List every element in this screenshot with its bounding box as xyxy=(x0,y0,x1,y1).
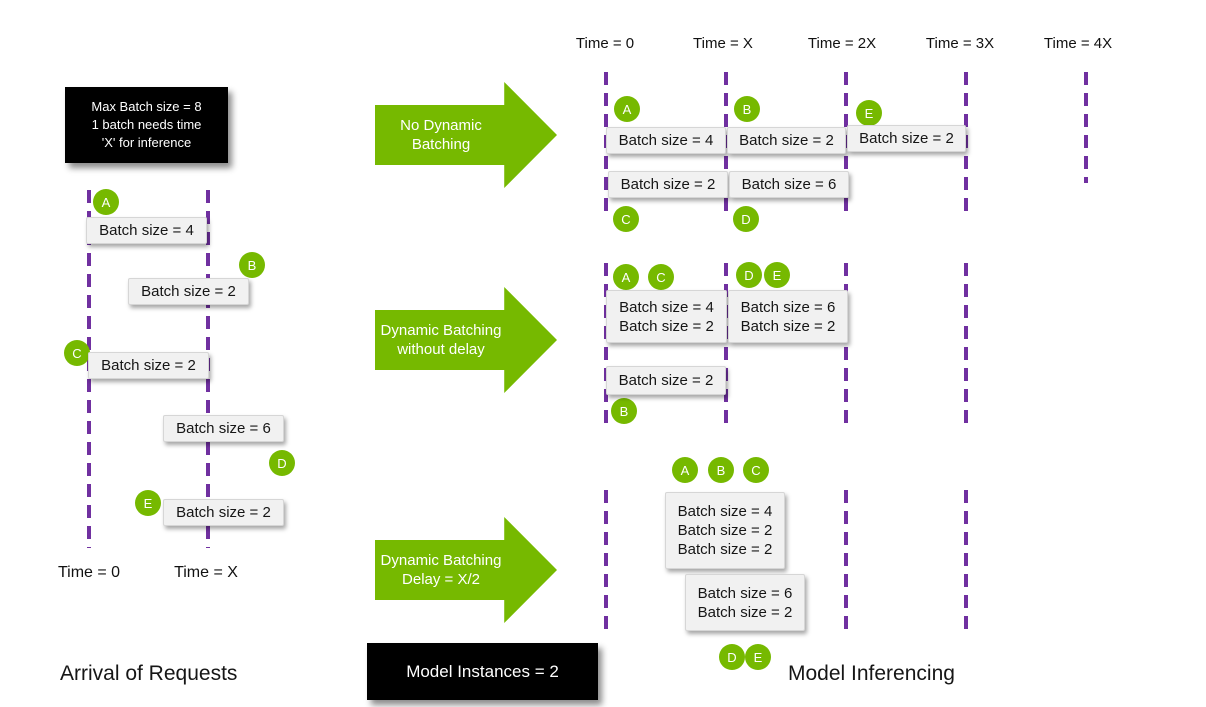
row1-badge-c: C xyxy=(613,206,639,232)
model-instances-label: Model Instances = 2 xyxy=(406,661,559,681)
grid-line-tx-row1 xyxy=(724,72,728,215)
right-time-label-2x: Time = 2X xyxy=(807,35,877,52)
row1-badge-b: B xyxy=(734,96,760,122)
request-box-b: Batch size = 2 xyxy=(128,278,249,305)
grid-line-t0-row3 xyxy=(604,490,608,632)
batch-size-label: Batch size = 2 xyxy=(101,357,196,374)
left-panel-title: Arrival of Requests xyxy=(60,662,238,685)
row1-badge-d: D xyxy=(733,206,759,232)
request-badge-e: E xyxy=(135,490,161,516)
grid-line-t2x-row2 xyxy=(844,263,848,425)
left-time-label-x: Time = X xyxy=(174,564,238,581)
batch-size-label: Batch size = 2 xyxy=(677,522,773,539)
row1-batch-c: Batch size = 2 xyxy=(608,171,728,198)
row2-batch-de: Batch size = 6 Batch size = 2 xyxy=(728,290,848,343)
row2-badge-e: E xyxy=(764,262,790,288)
request-box-a: Batch size = 4 xyxy=(86,217,207,244)
grid-line-t3x-row2 xyxy=(964,263,968,425)
row2-badge-c: C xyxy=(648,264,674,290)
info-box-line: 'X' for inference xyxy=(101,135,192,150)
batch-size-label: Batch size = 4 xyxy=(99,222,194,239)
batch-size-label: Batch size = 4 xyxy=(619,298,714,316)
grid-line-t2x-row3 xyxy=(844,490,848,632)
row3-badge-e: E xyxy=(745,644,771,670)
left-time-label-0: Time = 0 xyxy=(57,564,121,581)
right-time-label-4x: Time = 4X xyxy=(1043,35,1113,52)
batch-size-label: Batch size = 4 xyxy=(677,503,773,520)
batch-size-label: Batch size = 2 xyxy=(739,132,834,149)
row2-badge-a: A xyxy=(613,264,639,290)
row2-batch-ac: Batch size = 4 Batch size = 2 xyxy=(606,290,727,343)
row3-badge-b: B xyxy=(708,457,734,483)
row1-batch-d: Batch size = 6 xyxy=(729,171,849,198)
arrow-label-line: Delay = X/2 xyxy=(402,571,480,588)
batch-size-label: Batch size = 2 xyxy=(618,372,714,389)
right-time-label-3x: Time = 3X xyxy=(925,35,995,52)
row1-batch-e: Batch size = 2 xyxy=(847,125,966,152)
grid-line-t2x-row1 xyxy=(844,72,848,215)
request-badge-c: C xyxy=(64,340,90,366)
grid-line-tx-row2 xyxy=(724,263,728,425)
row3-batch-de: Batch size = 6 Batch size = 2 xyxy=(685,574,805,631)
batch-size-label: Batch size = 2 xyxy=(859,130,954,147)
row1-batch-a: Batch size = 4 xyxy=(606,127,726,154)
arrow-label-line: Dynamic Batching xyxy=(380,552,502,569)
grid-line-t0-row2 xyxy=(604,263,608,425)
batch-size-label: Batch size = 2 xyxy=(697,603,793,621)
right-time-label-0: Time = 0 xyxy=(575,35,635,52)
request-badge-a: A xyxy=(93,189,119,215)
right-time-label-x: Time = X xyxy=(693,35,753,52)
grid-line-t4x-row1 xyxy=(1084,72,1088,183)
request-box-d: Batch size = 6 xyxy=(163,415,284,442)
arrow-dynamic-batching-no-delay: Dynamic Batching without delay xyxy=(375,287,557,393)
batch-size-label: Batch size = 6 xyxy=(697,584,793,602)
row1-batch-b: Batch size = 2 xyxy=(727,127,846,154)
arrow-label-line: without delay xyxy=(397,341,485,358)
row2-badge-b: B xyxy=(611,398,637,424)
max-batch-info-box: Max Batch size = 8 1 batch needs time 'X… xyxy=(65,87,228,163)
request-badge-d: D xyxy=(269,450,295,476)
batch-size-label: Batch size = 2 xyxy=(620,176,716,193)
batch-size-label: Batch size = 2 xyxy=(176,504,271,521)
model-instances-box: Model Instances = 2 xyxy=(367,643,598,700)
arrow-label-line: Batching xyxy=(411,136,471,153)
batch-size-label: Batch size = 2 xyxy=(677,541,773,558)
row3-badge-a: A xyxy=(672,457,698,483)
request-box-e: Batch size = 2 xyxy=(163,499,284,526)
request-badge-b: B xyxy=(239,252,265,278)
arrow-label-line: No Dynamic xyxy=(400,117,482,134)
batch-size-label: Batch size = 6 xyxy=(176,420,271,437)
row2-badge-d: D xyxy=(736,262,762,288)
right-panel-title: Model Inferencing xyxy=(788,662,955,685)
info-box-line: 1 batch needs time xyxy=(91,117,202,132)
row3-batch-abc: Batch size = 4 Batch size = 2 Batch size… xyxy=(665,492,785,569)
batch-size-label: Batch size = 2 xyxy=(141,283,236,300)
batch-size-label: Batch size = 6 xyxy=(741,176,837,193)
grid-line-t3x-row3 xyxy=(964,490,968,632)
row3-badge-d: D xyxy=(719,644,745,670)
row1-badge-e: E xyxy=(856,100,882,126)
arrow-no-dynamic-batching: No Dynamic Batching xyxy=(375,82,557,188)
row2-batch-b: Batch size = 2 xyxy=(606,366,726,395)
batch-size-label: Batch size = 6 xyxy=(740,298,836,316)
arrow-dynamic-batching-delay: Dynamic Batching Delay = X/2 xyxy=(375,517,557,623)
batch-size-label: Batch size = 2 xyxy=(619,317,714,335)
batch-size-label: Batch size = 4 xyxy=(618,132,714,149)
row1-badge-a: A xyxy=(614,96,640,122)
info-box-line: Max Batch size = 8 xyxy=(91,99,202,114)
grid-line-t3x-row1 xyxy=(964,72,968,215)
request-box-c: Batch size = 2 xyxy=(88,352,209,379)
batch-size-label: Batch size = 2 xyxy=(740,317,836,335)
row3-badge-c: C xyxy=(743,457,769,483)
arrow-label-line: Dynamic Batching xyxy=(380,322,502,339)
